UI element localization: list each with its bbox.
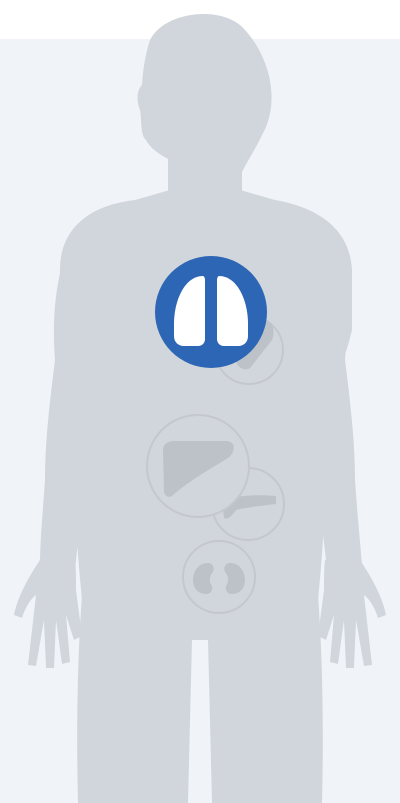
organ-lungs-button[interactable]: [155, 256, 267, 368]
organ-liver-button[interactable]: [147, 415, 249, 517]
silhouette-left-hand: [14, 560, 82, 668]
silhouette-right-hand: [318, 560, 386, 668]
silhouette-legs: [77, 595, 323, 803]
human-silhouette: [14, 14, 386, 803]
